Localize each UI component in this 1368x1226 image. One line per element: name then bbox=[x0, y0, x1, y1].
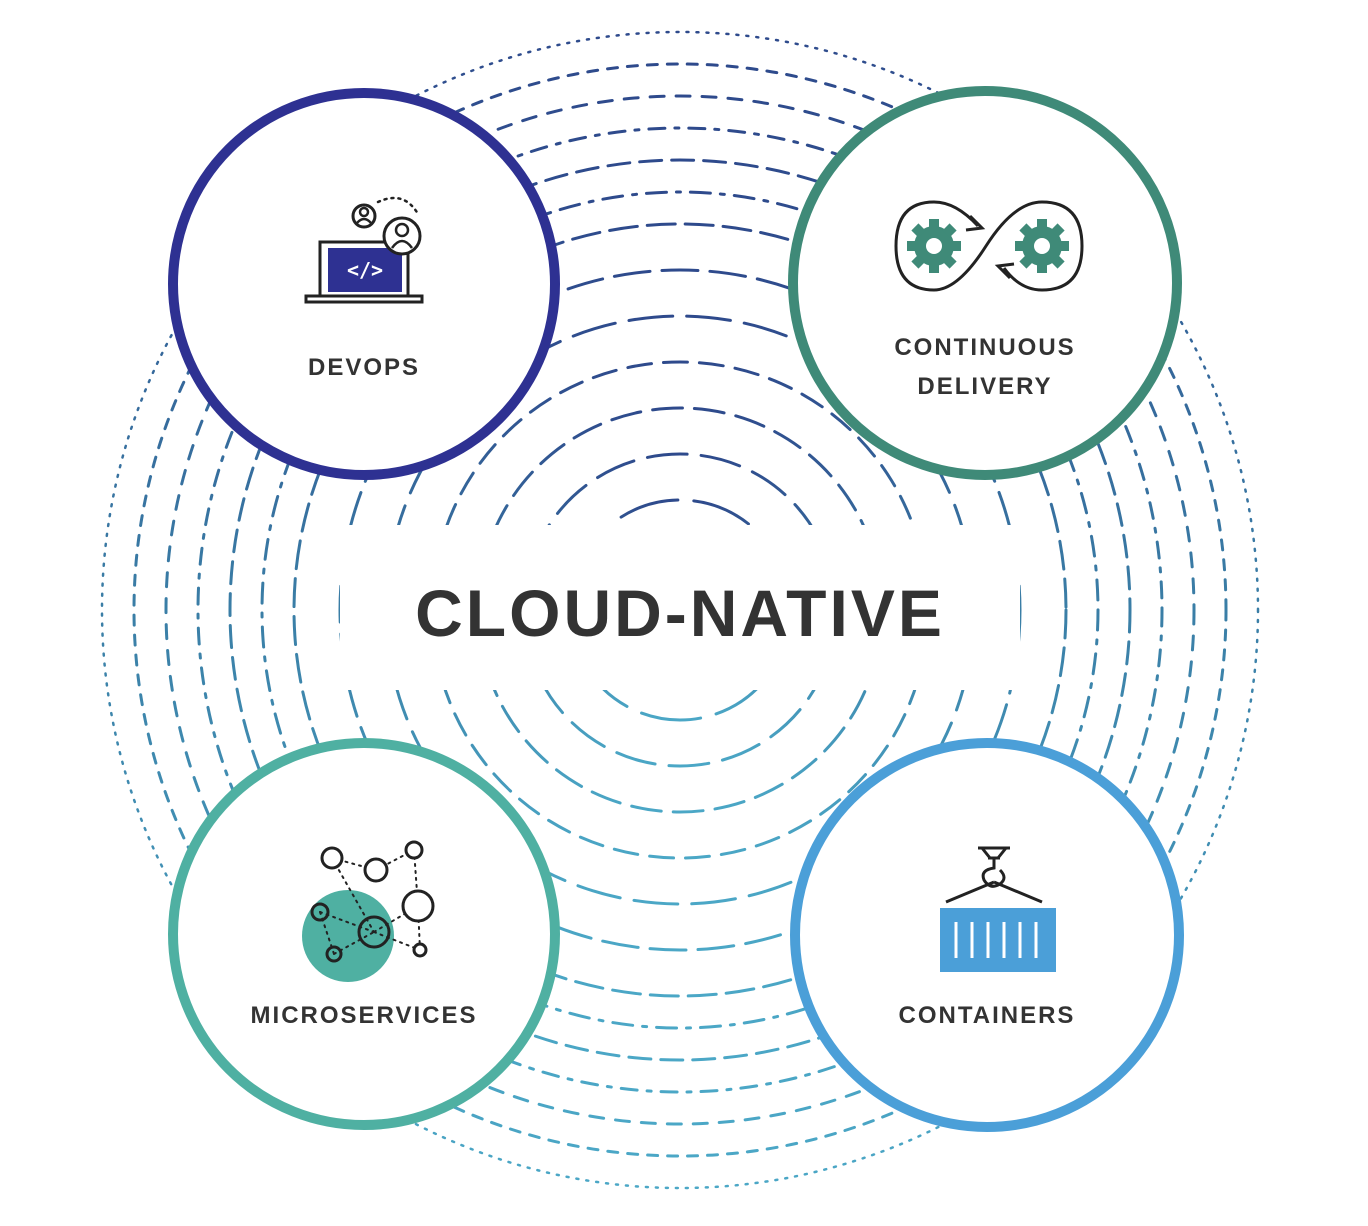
concentric-ring bbox=[132, 62, 1228, 1158]
microservices-label: MICROSERVICES bbox=[250, 1002, 478, 1029]
concentric-ring bbox=[164, 94, 1196, 1126]
containers-node: CONTAINERS bbox=[790, 738, 1184, 1132]
concentric-ring bbox=[292, 222, 1068, 998]
svg-text:</>: </> bbox=[347, 258, 383, 282]
crane-container-icon bbox=[940, 846, 1056, 972]
concentric-ring bbox=[260, 190, 1100, 1030]
devops-node: </> DEVOPS bbox=[168, 88, 560, 480]
center-label-backdrop bbox=[340, 525, 1020, 690]
concentric-ring bbox=[228, 158, 1132, 1062]
gears-infinity-loop-icon bbox=[894, 200, 1084, 292]
continuous-delivery-label: CONTINUOUS DELIVERY bbox=[894, 334, 1076, 400]
microservices-node: MICROSERVICES bbox=[168, 738, 560, 1130]
continuous-delivery-node: CONTINUOUS DELIVERY bbox=[788, 86, 1182, 480]
containers-label: CONTAINERS bbox=[898, 1002, 1076, 1029]
devops-label: DEVOPS bbox=[307, 354, 421, 381]
concentric-ring bbox=[100, 30, 1260, 1190]
concentric-ring bbox=[196, 126, 1164, 1094]
center-title: CLOUD-NATIVE bbox=[415, 576, 945, 650]
node-network-icon bbox=[302, 840, 435, 982]
laptop-code-users-icon: </> bbox=[304, 196, 424, 304]
